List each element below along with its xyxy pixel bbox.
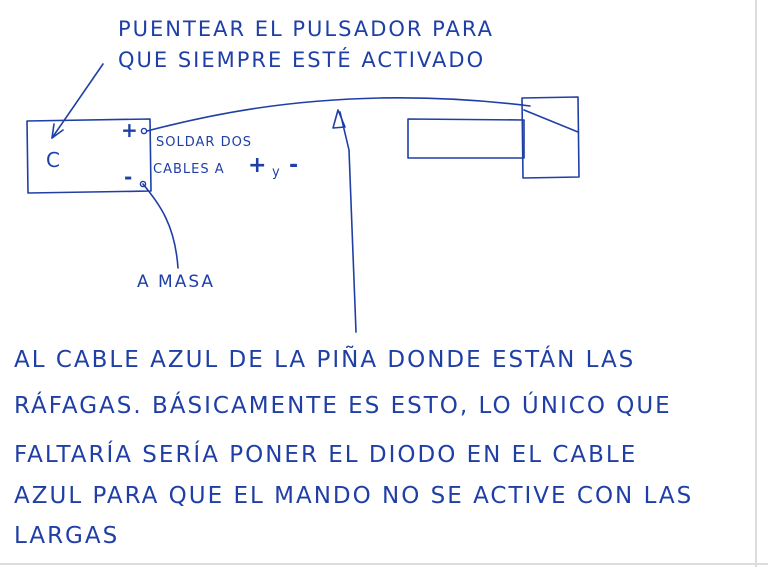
pos-terminal-dot <box>140 127 148 135</box>
neg-terminal-dot <box>139 180 147 188</box>
paragraph-line-5: Largas <box>14 523 120 549</box>
solder-minus-sign: - <box>289 153 300 178</box>
paragraph-line-3: Faltaría sería poner el diodo en el cabl… <box>14 442 638 468</box>
solder-plus-sign: + <box>248 153 268 178</box>
paragraph-line-2: Ráfagas. Básicamente es esto, lo único q… <box>14 393 672 419</box>
paragraph-line-4: Azul para que el mando no se active con … <box>14 483 694 509</box>
instruction-line-1: Puentear el pulsador para <box>118 17 494 41</box>
neg-terminal-label: - <box>124 165 134 189</box>
ground-wire <box>142 183 179 269</box>
paragraph-line-1: Al cable azul de la piña donde están las <box>14 347 636 373</box>
solder-y: y <box>272 165 281 180</box>
switch-rect <box>407 118 525 159</box>
blue-cable-arrow <box>339 111 357 333</box>
instruction-line-2: que siempre esté activado <box>118 48 486 72</box>
switch-box <box>521 96 580 179</box>
component-box <box>26 118 152 194</box>
solder-note-line-1: Soldar dos <box>156 135 253 150</box>
instruction-arrow-head <box>51 123 64 139</box>
component-c-label: C <box>46 148 61 172</box>
pos-terminal-label: + <box>121 118 139 142</box>
ground-label: A masa <box>137 272 216 292</box>
blue-cable-arrow-head <box>332 109 346 129</box>
top-wire <box>146 97 531 132</box>
solder-note-line-2: cables a <box>153 162 225 177</box>
instruction-arrow <box>51 63 104 139</box>
switch-lever <box>523 109 579 133</box>
